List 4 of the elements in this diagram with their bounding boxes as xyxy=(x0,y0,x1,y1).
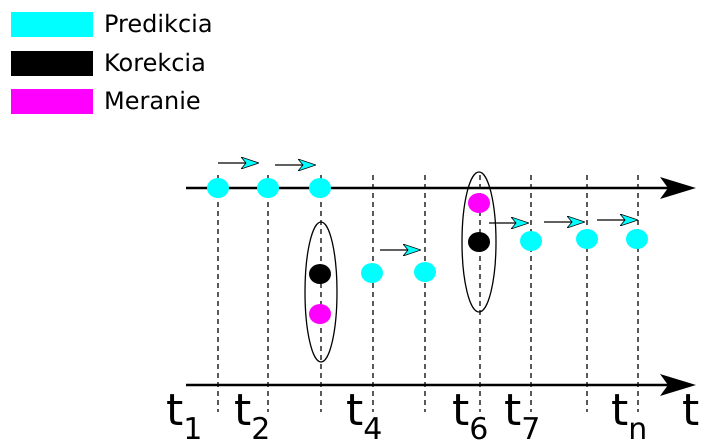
time-label: t xyxy=(682,386,700,436)
legend-label: Meranie xyxy=(104,87,201,115)
legend-label: Predikcia xyxy=(104,10,213,38)
legend-label: Korekcia xyxy=(104,49,206,77)
